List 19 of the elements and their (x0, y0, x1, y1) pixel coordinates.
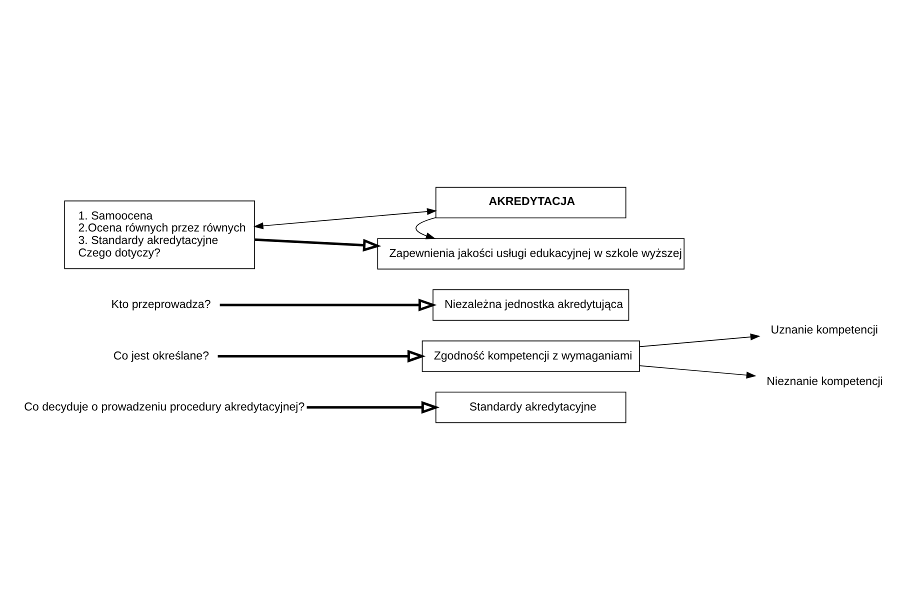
node-box: AKREDYTACJA (435, 186, 626, 218)
node-text: Co decyduje o prowadzeniu procedury akredytacyjnej? (24, 401, 305, 414)
arrow (306, 401, 440, 414)
node-box: Niezależna jednostka akredytująca (432, 289, 630, 321)
arrow (639, 365, 756, 379)
node-box: Zgodność kompetencji z wymaganiami (422, 340, 640, 372)
node-box: 1. Samoocena 2.Ocena równych przez równych 3. Standardy akredytacyjne Czego dotyczy? (64, 200, 256, 270)
node-box: Standardy akredytacyjne (435, 392, 626, 424)
node-box: Zapewnienia jakości usługi edukacyjnej w szkole wyższej (377, 238, 684, 270)
arrow (218, 350, 426, 363)
node-text: Nieznanie kompetencji (766, 376, 883, 388)
node-text: Kto przeprowadza? (111, 299, 211, 312)
arrow (416, 217, 436, 240)
node-text: Co jest określane? (113, 350, 210, 362)
arrow (253, 208, 437, 230)
arrow (639, 333, 760, 348)
node-text: Uznanie kompetencji (770, 324, 878, 337)
arrow (220, 298, 437, 312)
arrow (254, 238, 382, 252)
